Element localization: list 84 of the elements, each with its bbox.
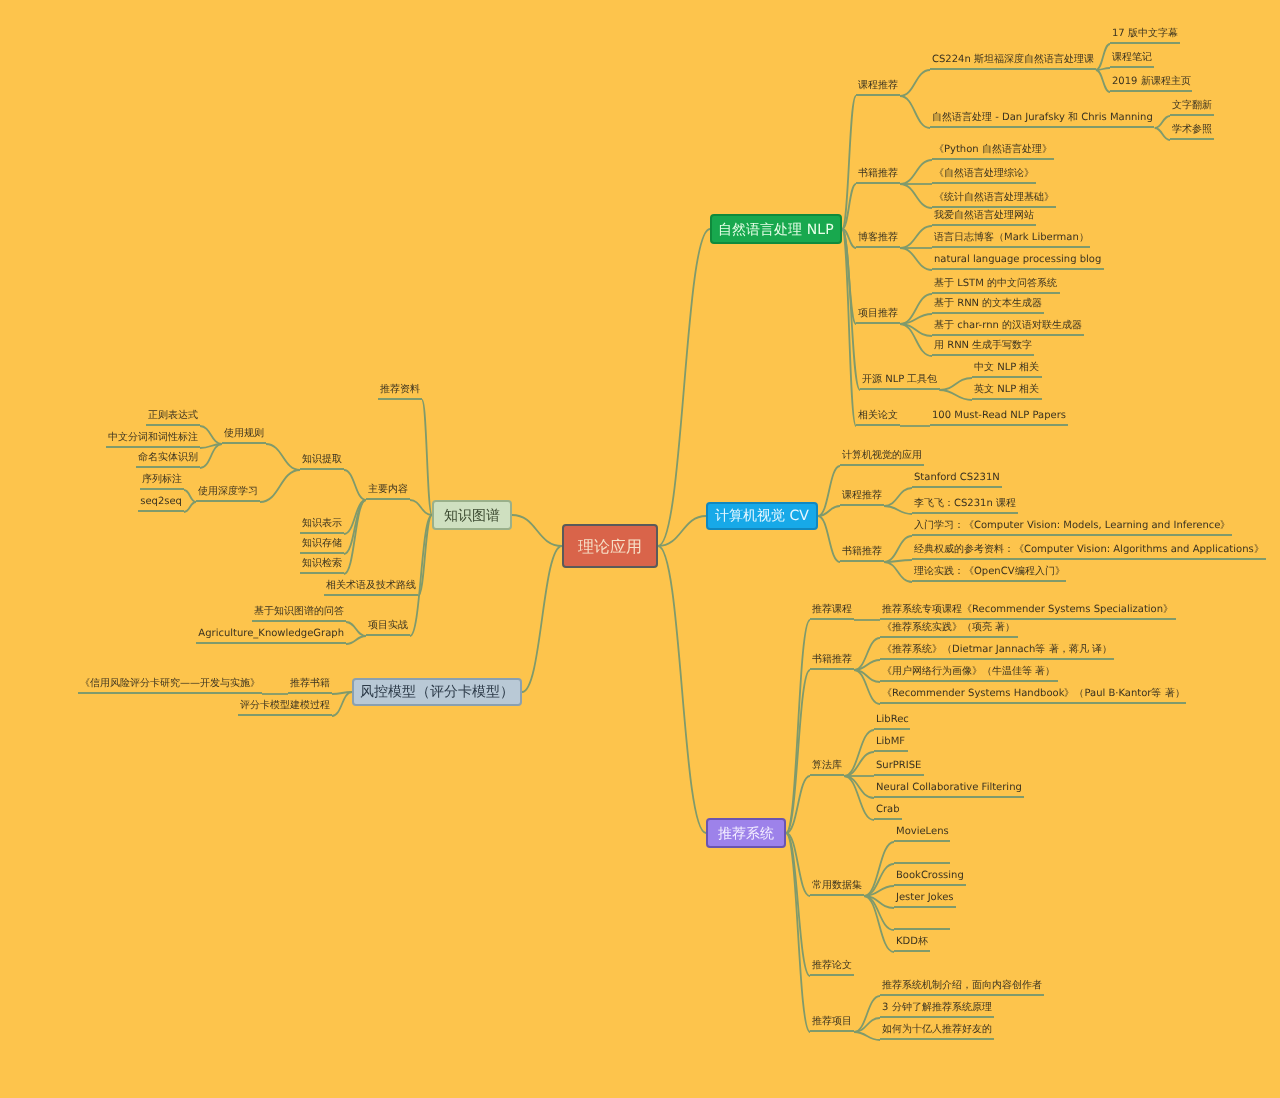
branch-line <box>183 501 197 513</box>
branch-line <box>1153 127 1171 141</box>
branch-line <box>785 832 811 897</box>
branch-line <box>409 514 433 637</box>
branch-line <box>899 183 933 209</box>
branch-line <box>199 443 223 469</box>
branch-line <box>841 228 857 427</box>
branch-line <box>1153 115 1171 129</box>
branch-line <box>899 425 931 427</box>
branch-line <box>265 443 301 471</box>
branch-line <box>343 499 367 535</box>
branch-line <box>421 399 433 516</box>
branch-line <box>863 841 895 897</box>
branch-line <box>417 514 433 597</box>
branch-line <box>899 225 933 249</box>
branch-line <box>883 535 913 563</box>
branch-line <box>863 895 895 909</box>
branch-line <box>863 895 895 953</box>
branch-line <box>899 247 933 271</box>
branch-line <box>843 775 875 799</box>
branch-line <box>1095 67 1111 71</box>
branch-line <box>863 863 895 897</box>
branch-line <box>863 895 895 931</box>
branch-line <box>331 691 353 717</box>
branch-line <box>817 505 841 517</box>
branch-line <box>899 323 933 357</box>
branch-line <box>343 469 367 501</box>
branch-line <box>938 389 973 401</box>
branch-line <box>853 669 881 683</box>
branch-line <box>853 659 881 671</box>
branch-line <box>899 323 933 337</box>
branch-line <box>843 751 875 777</box>
branch-line <box>409 499 433 516</box>
branch-line <box>331 691 353 695</box>
branch-line <box>843 775 875 821</box>
branch-line <box>853 1031 881 1041</box>
branch-line <box>853 669 881 705</box>
root-box: 理论应用 <box>562 524 658 568</box>
branch-line <box>883 561 913 583</box>
branch-line <box>183 489 197 503</box>
branch-line <box>785 832 811 977</box>
branch-line <box>883 559 913 563</box>
branch-line <box>521 545 563 693</box>
branch-line <box>841 95 857 230</box>
branch-line <box>817 465 841 517</box>
branch-line <box>343 499 367 555</box>
branch-line <box>853 1017 881 1033</box>
branch-line <box>785 669 811 834</box>
branch-line <box>785 832 811 1033</box>
branch-line <box>785 619 811 834</box>
branch-line <box>785 775 811 834</box>
branch-line <box>841 183 857 230</box>
branch-line <box>259 469 301 503</box>
branch-line <box>899 159 933 185</box>
branch-line <box>657 545 707 834</box>
branch-line <box>843 775 875 777</box>
branch-line <box>199 443 223 449</box>
branch-line <box>261 693 289 695</box>
branch-line <box>657 228 711 547</box>
branch-line <box>345 635 367 645</box>
branch-line <box>853 995 881 1033</box>
branch-line <box>817 515 841 563</box>
branch-line <box>343 499 367 575</box>
branch-line <box>883 505 913 515</box>
branch-line <box>843 729 875 777</box>
branch-line <box>199 425 223 445</box>
branch-line <box>853 619 881 621</box>
branch-line <box>841 228 857 249</box>
branch-line <box>863 885 895 897</box>
branch-line <box>899 183 933 185</box>
branch-line <box>938 377 973 391</box>
branch-line <box>345 621 367 637</box>
branch-line <box>899 293 933 325</box>
branch-line <box>883 487 913 507</box>
branch-line <box>899 69 931 97</box>
branch-line <box>657 515 707 547</box>
branch-line <box>853 637 881 671</box>
branch-line <box>899 95 931 129</box>
branch-line <box>841 228 861 391</box>
branch-line <box>511 514 563 547</box>
branch-line <box>899 313 933 325</box>
branch-line <box>1095 43 1111 71</box>
branch-line <box>899 247 933 249</box>
branch-line <box>1095 69 1111 93</box>
